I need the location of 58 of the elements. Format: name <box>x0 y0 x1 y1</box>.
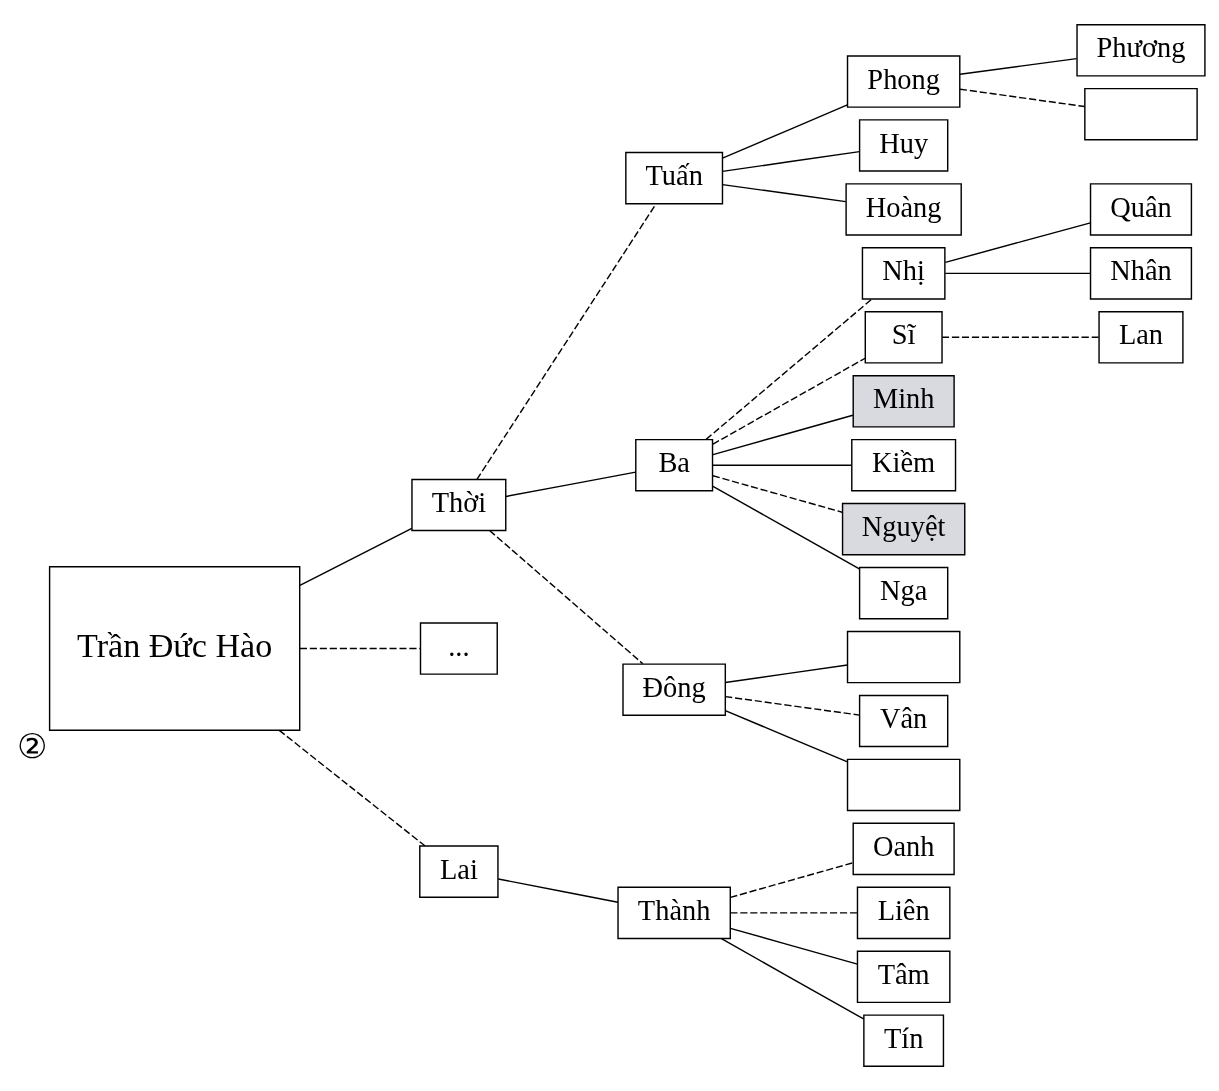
connector <box>959 88 1086 108</box>
node-box: Nguyệt <box>841 502 966 556</box>
connector <box>721 150 861 173</box>
node-box: Phong <box>846 55 961 108</box>
connector <box>729 912 859 914</box>
connector <box>705 298 873 441</box>
connector <box>712 357 866 445</box>
connector <box>278 729 426 847</box>
node-label: ② <box>16 727 47 765</box>
node-box: Huy <box>858 119 949 172</box>
node-box: Liên <box>856 886 951 940</box>
node-box: Quân <box>1089 183 1193 236</box>
connector <box>941 336 1100 339</box>
node-box: Đông <box>622 663 727 717</box>
node-box <box>846 758 961 812</box>
node-box: Nhị <box>861 247 946 300</box>
node-box: ... <box>419 622 498 675</box>
node-box: Nhân <box>1089 247 1193 300</box>
node-box: Tín <box>863 1014 945 1068</box>
connector <box>299 527 413 587</box>
node-box: Thành <box>617 886 731 940</box>
connector <box>712 475 843 513</box>
node-box: Phương <box>1076 23 1206 77</box>
connector <box>489 530 644 665</box>
node-box: Thời <box>411 478 507 532</box>
node-box: Trần Đức Hào <box>48 566 301 731</box>
connector <box>505 471 637 498</box>
node-box <box>846 630 961 684</box>
connector <box>712 485 861 570</box>
node-box: Ba <box>635 438 714 492</box>
connector <box>959 57 1078 75</box>
connector <box>724 695 861 716</box>
node-box: Nga <box>858 566 949 620</box>
node-box: Tuấn <box>625 151 724 205</box>
connector <box>721 104 849 159</box>
connector <box>944 222 1092 264</box>
connector <box>724 709 849 763</box>
connector <box>497 878 619 903</box>
node-box: Oanh <box>852 822 955 876</box>
connector <box>729 862 854 899</box>
node-box: Lai <box>419 845 499 898</box>
node-box: Sĩ <box>864 311 943 364</box>
connector <box>724 664 849 684</box>
connector <box>721 183 847 203</box>
connector <box>299 647 421 650</box>
connector <box>476 203 657 481</box>
connector <box>712 414 854 456</box>
node-box: Vân <box>858 694 949 748</box>
connector <box>729 927 859 965</box>
connector <box>720 938 865 1020</box>
connector <box>712 464 853 466</box>
node-box: Minh <box>852 374 955 428</box>
node-box: Tâm <box>856 950 951 1004</box>
node-box: Hoàng <box>845 183 962 236</box>
node-box: Lan <box>1098 311 1184 364</box>
node-box <box>1084 87 1198 141</box>
connector <box>944 272 1092 275</box>
node-box: Kiềm <box>851 438 957 492</box>
